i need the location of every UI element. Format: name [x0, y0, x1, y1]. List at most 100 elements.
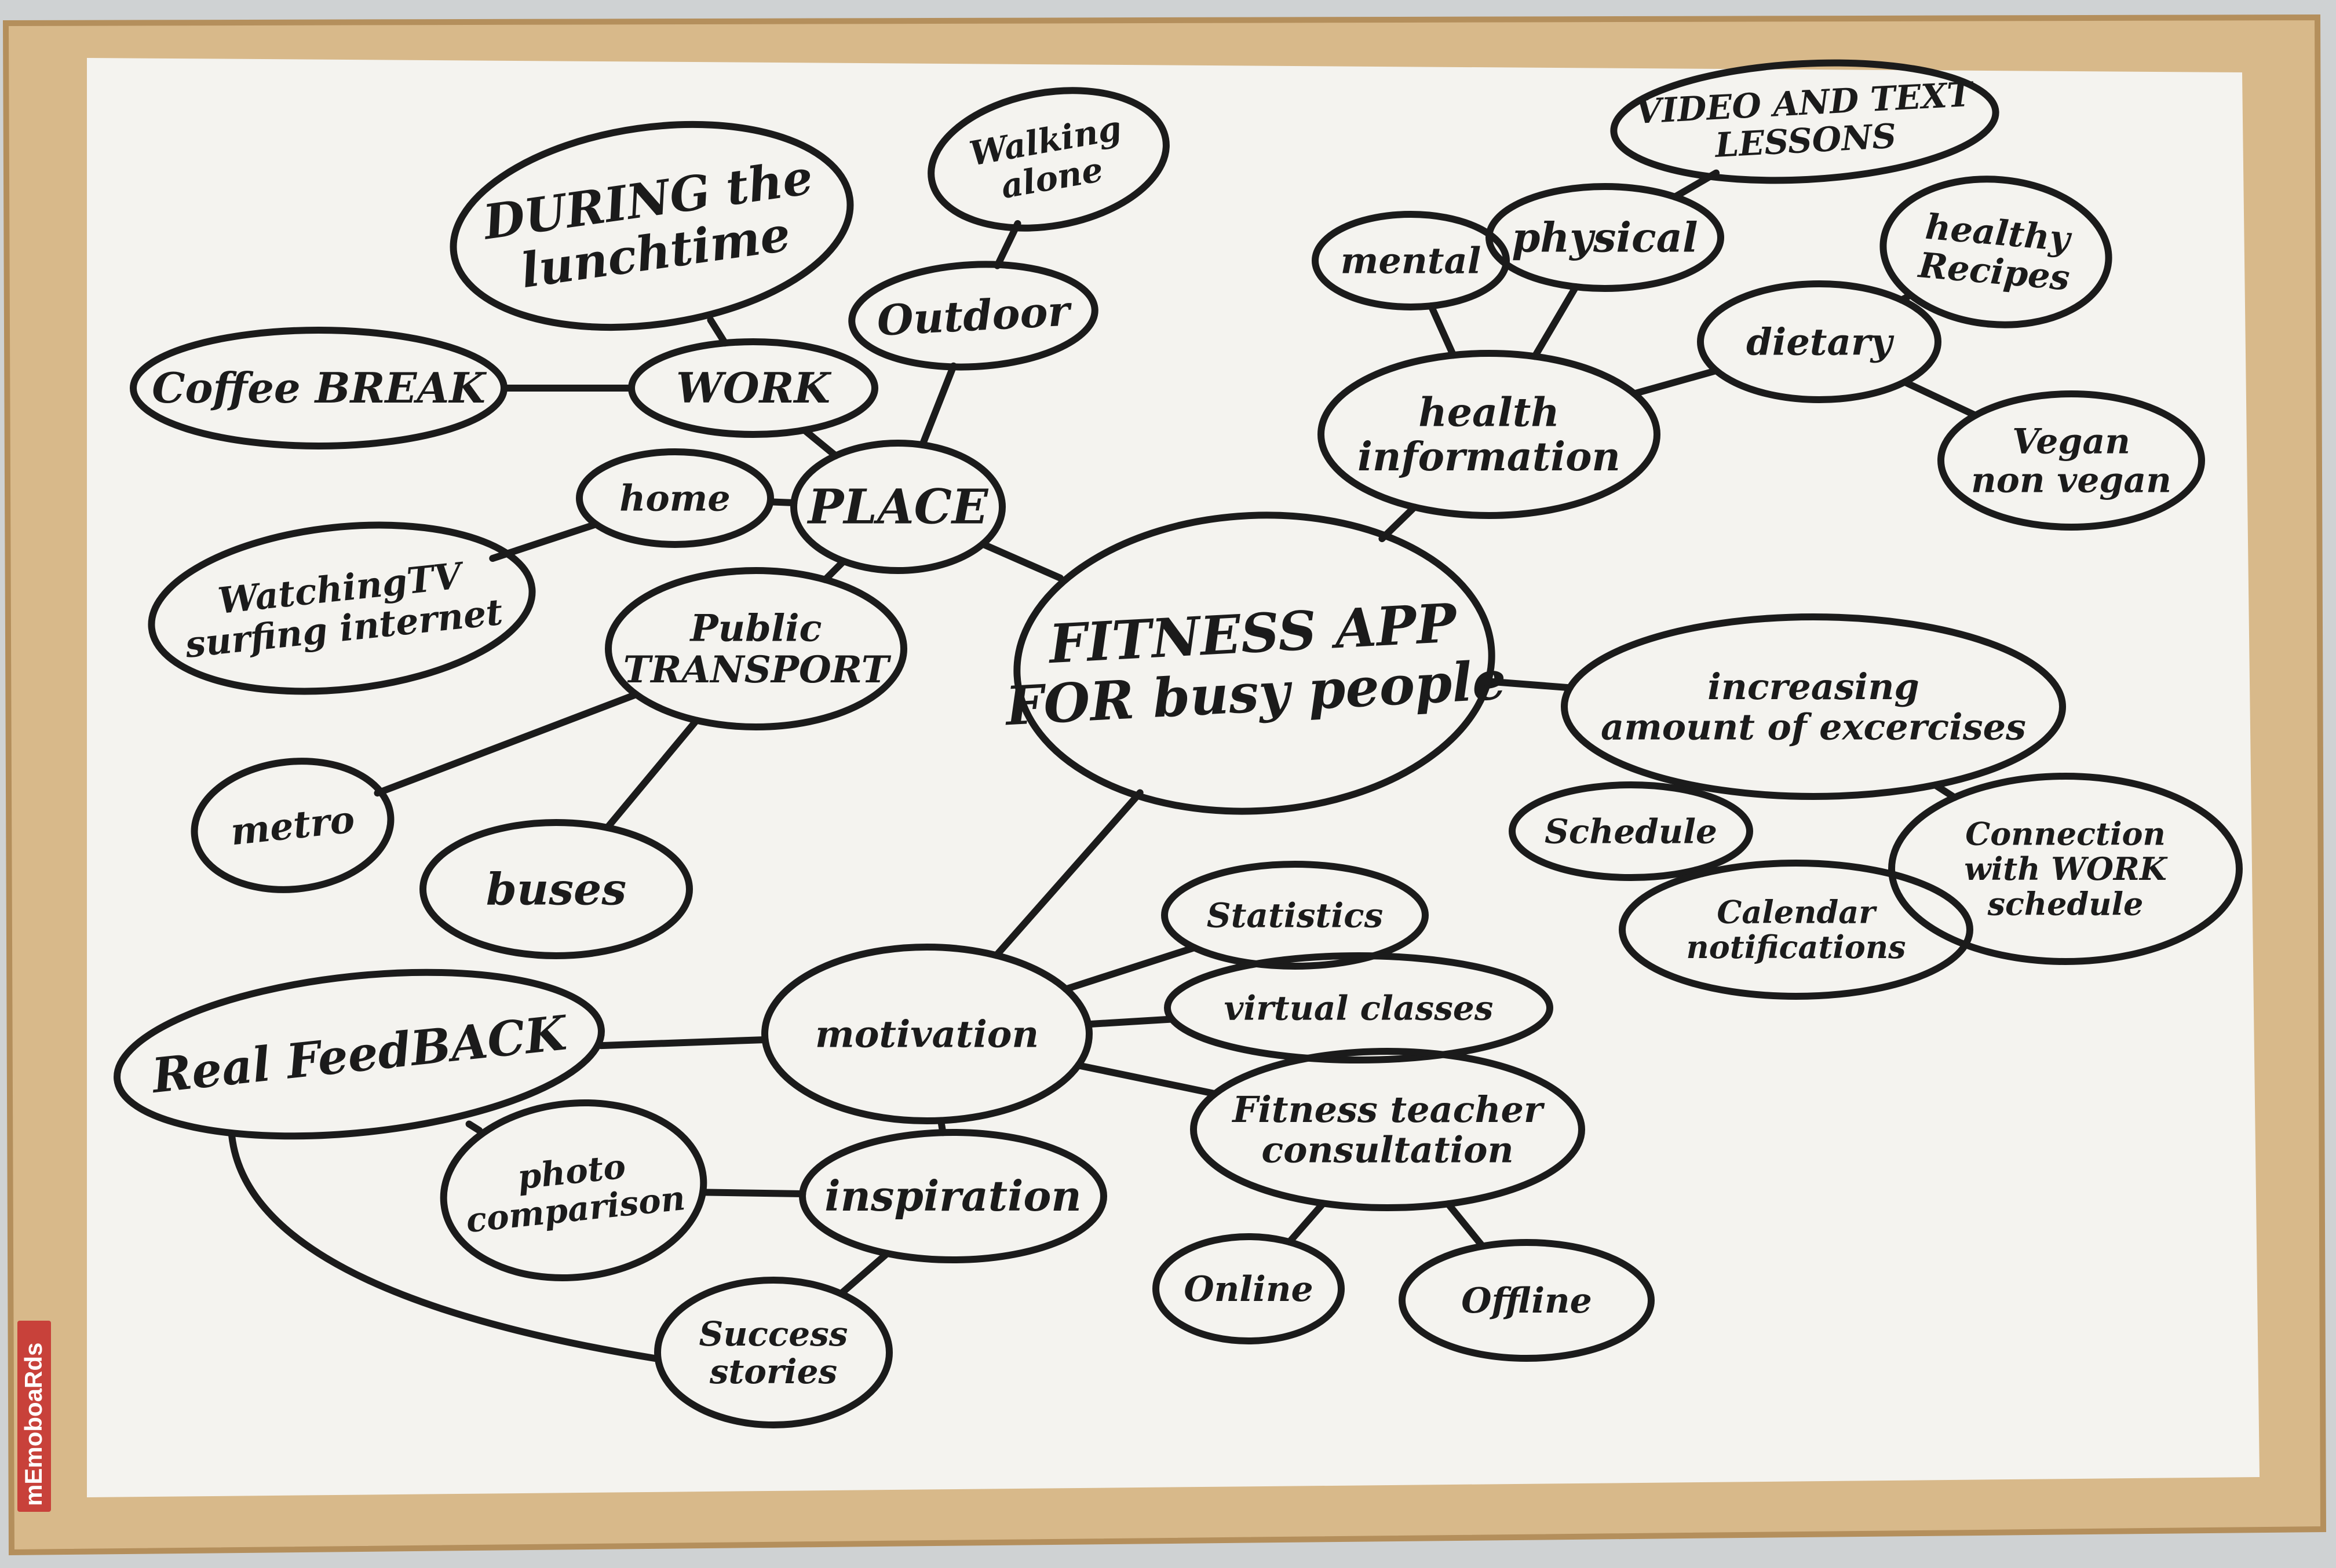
connector-motivation-real-feedback — [597, 1036, 769, 1050]
node-label-connection: Connection — [1965, 815, 2166, 852]
node-label-public-transport: Public — [689, 607, 822, 650]
node-label-dietary: dietary — [1746, 320, 1895, 364]
bubble-coffee-break — [130, 327, 508, 449]
node-motivation: motivation — [761, 944, 1093, 1124]
bubble-virtual-classes — [1164, 952, 1553, 1063]
node-online: Online — [1152, 1233, 1345, 1344]
node-label-virtual-classes: virtual classes — [1224, 988, 1494, 1028]
bubble-center — [1013, 511, 1495, 815]
bubble-healthy-recipes — [1879, 176, 2112, 328]
bubble-success-stories — [654, 1277, 893, 1428]
connector-inspiration-photo-comparison — [700, 1189, 806, 1197]
node-label-video-lessons: LESSONS — [1713, 116, 1897, 165]
node-label-buses: buses — [486, 864, 626, 915]
node-label-physical: physical — [1512, 214, 1698, 262]
bubble-schedule — [1509, 781, 1753, 881]
bubble-physical — [1485, 183, 1724, 292]
bubble-motivation — [761, 944, 1093, 1124]
node-mental: mental — [1312, 211, 1510, 310]
brand-label: mEmoboaRds — [20, 1343, 47, 1506]
node-virtual-classes: virtual classes — [1164, 952, 1553, 1063]
node-outdoor: Outdoor — [848, 261, 1098, 371]
node-label-coffee-break: Coffee BREAK — [152, 363, 487, 412]
bubble-real-feedback — [114, 968, 605, 1140]
node-inspiration: inspiration — [799, 1129, 1107, 1263]
connector-motivation-virtual-classes — [1085, 1015, 1176, 1028]
connector-center-place — [979, 540, 1064, 582]
bubble-work — [628, 338, 878, 438]
connector-motivation-statistics — [1062, 944, 1198, 993]
bubble-online — [1152, 1233, 1345, 1344]
node-work: WORK — [628, 338, 878, 438]
node-statistics: Statistics — [1161, 861, 1429, 970]
bubble-buses — [419, 819, 693, 959]
bubble-connection — [1888, 773, 2243, 965]
node-label-statistics: Statistics — [1207, 896, 1384, 935]
bubble-watching-tv — [148, 521, 536, 695]
node-label-connection: schedule — [1987, 885, 2144, 922]
node-label-health-information: health — [1418, 390, 1559, 436]
node-label-connection: with WORK — [1964, 850, 2168, 887]
connector-health-information-physical — [1531, 283, 1579, 360]
node-place: PLACE — [790, 440, 1006, 574]
node-label-inspiration: inspiration — [824, 1171, 1082, 1220]
node-physical: physical — [1485, 183, 1724, 292]
node-label-online: Online — [1184, 1269, 1313, 1310]
bubble-statistics — [1161, 861, 1429, 970]
node-label-fitness-teacher: Fitness teacher — [1231, 1088, 1545, 1131]
connector-place-public-transport — [822, 557, 848, 583]
node-label-success-stories: Success — [699, 1314, 848, 1354]
connector-health-information-mental — [1428, 302, 1457, 359]
bubble-fitness-teacher — [1190, 1048, 1585, 1211]
node-label-increasing: increasing — [1707, 666, 1919, 708]
connector-work-lunchtime — [707, 316, 729, 347]
connector-center-increasing — [1486, 678, 1574, 692]
node-schedule: Schedule — [1509, 781, 1753, 881]
connector-inspiration-success-stories — [837, 1249, 891, 1297]
brand-sticker: mEmoboaRds — [17, 1321, 51, 1512]
node-label-vegan: non vegan — [1971, 460, 2171, 501]
bubble-place — [790, 440, 1006, 574]
node-label-offline: Offline — [1461, 1281, 1592, 1321]
bubble-offline — [1399, 1239, 1655, 1362]
bubble-dietary — [1697, 280, 1941, 403]
node-label-schedule: Schedule — [1545, 812, 1717, 851]
connector-dietary-vegan — [1901, 378, 1979, 419]
connector-real-feedback-success-stories — [228, 1132, 658, 1362]
node-label-vegan: Vegan — [2012, 421, 2130, 462]
bubble-vegan — [1937, 390, 2205, 531]
node-buses: buses — [419, 819, 693, 959]
node-label-fitness-teacher: consultation — [1261, 1128, 1513, 1171]
connector-public-transport-metro — [374, 690, 640, 797]
bubble-photo-comparison — [440, 1099, 707, 1282]
node-label-success-stories: stories — [709, 1352, 837, 1391]
node-dietary: dietary — [1697, 280, 1941, 403]
bubble-lunchtime — [450, 120, 854, 331]
node-label-calendar: Calendar — [1717, 894, 1877, 931]
connector-health-information-dietary — [1630, 367, 1720, 397]
node-coffee-break: Coffee BREAK — [130, 327, 508, 449]
connection-lines — [228, 169, 1979, 1362]
bubble-inspiration — [799, 1129, 1107, 1263]
connector-fitness-teacher-online — [1286, 1200, 1327, 1246]
connector-place-work — [801, 426, 840, 459]
node-label-increasing: amount of excercises — [1601, 706, 2026, 748]
bubble-video-lessons — [1610, 59, 1999, 184]
node-label-home: home — [619, 477, 730, 520]
bubble-outdoor — [848, 261, 1098, 371]
connector-real-feedback-photo-comparison — [465, 1120, 483, 1134]
bubble-calendar — [1619, 860, 1973, 1000]
node-label-motivation: motivation — [815, 1013, 1039, 1056]
node-label-calendar: notifications — [1686, 929, 1906, 966]
connector-center-motivation — [992, 789, 1144, 959]
